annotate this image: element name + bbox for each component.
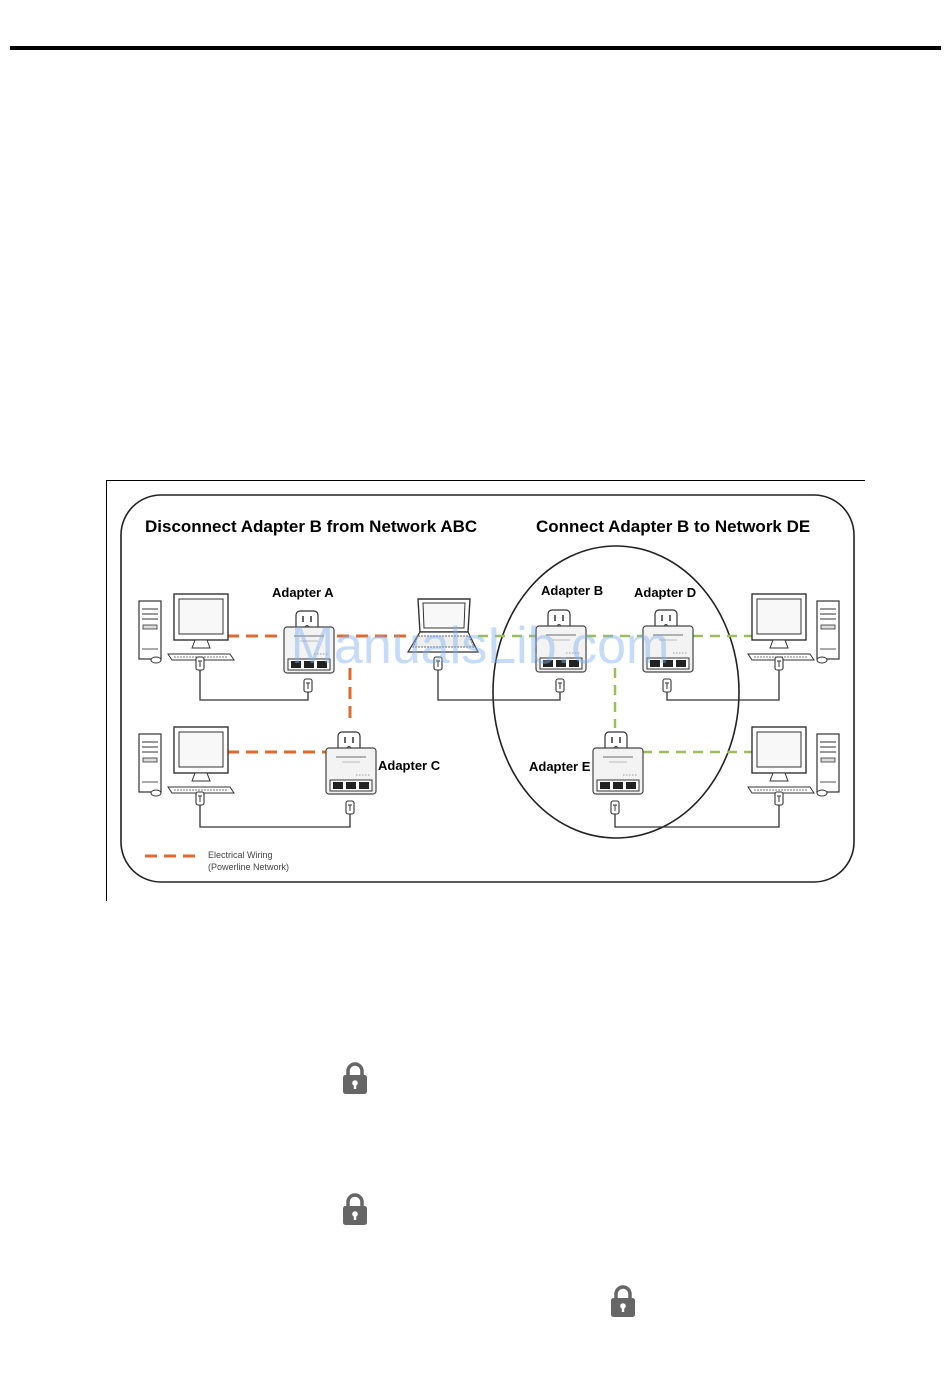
computer-top-right <box>748 594 839 670</box>
adapter-e-label: Adapter E <box>529 759 591 774</box>
computer-bottom-left <box>139 727 234 805</box>
padlock-icon <box>341 1192 369 1226</box>
adapter-d-label: Adapter D <box>634 585 696 600</box>
diagram-panel <box>121 495 854 882</box>
left-title: Disconnect Adapter B from Network ABC <box>145 517 477 536</box>
watermark: ManualsLib.com <box>291 617 670 675</box>
computer-bottom-right <box>748 727 839 805</box>
padlock-icon <box>341 1061 369 1095</box>
padlock-icon <box>609 1284 637 1318</box>
legend-line1: Electrical Wiring <box>208 850 273 860</box>
adapter-c-label: Adapter C <box>378 758 441 773</box>
adapter-b-label: Adapter B <box>541 583 603 598</box>
computer-top-left <box>139 594 234 670</box>
right-title: Connect Adapter B to Network DE <box>536 517 810 536</box>
legend-line2: (Powerline Network) <box>208 862 289 872</box>
adapter-a-label: Adapter A <box>272 585 334 600</box>
